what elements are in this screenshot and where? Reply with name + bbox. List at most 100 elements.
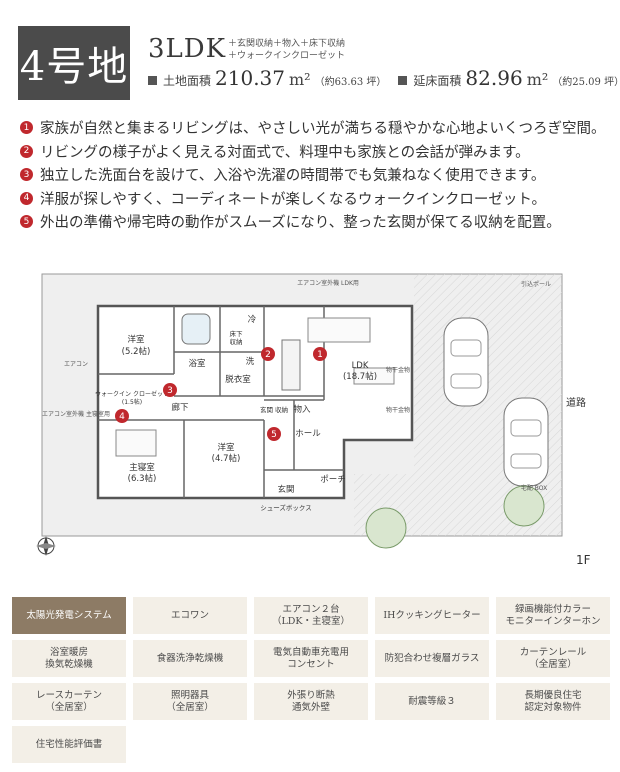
land-area-label: 土地面積 bbox=[163, 74, 212, 88]
feature-text: 独立した洗面台を設けて、入浴や洗濯の時間帯でも気兼ねなく使用できます。 bbox=[40, 168, 546, 185]
amenity-tile: 電気自動車充電用 コンセント bbox=[254, 640, 368, 677]
feature-text: 洋服が探しやすく、コーディネートが楽しくなるウォークインクローゼット。 bbox=[40, 191, 547, 208]
amenity-tile: 照明器具 （全居室） bbox=[133, 683, 247, 720]
feature-number-badge: 1 bbox=[20, 121, 33, 135]
room-size: (5.2帖) bbox=[122, 346, 151, 357]
plan-marker-label: 2 bbox=[265, 350, 271, 360]
room-label: シューズボックス bbox=[260, 503, 311, 512]
plan-type: 3LDK bbox=[148, 34, 227, 64]
feature-list: 1 家族が自然と集まるリビングは、やさしい光が満ちる穏やかな心地よいくつろぎ空間。… bbox=[20, 116, 610, 234]
room-label: 浴室 bbox=[188, 358, 206, 369]
room-label: LDK bbox=[352, 361, 369, 371]
amenity-tile: エコワン bbox=[133, 597, 247, 634]
land-area-tsubo: （約63.63 坪） bbox=[314, 77, 387, 88]
amenity-tile: レースカーテン （全居室） bbox=[12, 683, 126, 720]
area-row: 土地面積 210.37 m² （約63.63 坪） 延床面積 82.96 m² … bbox=[148, 66, 620, 90]
car-icon bbox=[503, 397, 549, 487]
room-label: 廊下 bbox=[171, 402, 189, 413]
feature-item: 3 独立した洗面台を設けて、入浴や洗濯の時間帯でも気兼ねなく使用できます。 bbox=[20, 163, 610, 187]
room-size: (1.5帖) bbox=[122, 398, 142, 406]
floor-plan: 洋室 (5.2帖) 浴室 脱衣室 洗 冷 床下 収納 LDK (18.7帖) 廊… bbox=[36, 273, 591, 567]
lot-number-badge: 4号地 bbox=[18, 26, 130, 100]
room-label: 床下 bbox=[230, 329, 244, 338]
amenity-tile: IHクッキングヒーター bbox=[375, 597, 489, 634]
feature-item: 5 外出の準備や帰宅時の動作がスムーズになり、整った玄関が保てる収納を配置。 bbox=[20, 210, 610, 234]
amenity-tile: カーテンレール （全居室） bbox=[496, 640, 610, 677]
land-area-square-icon bbox=[148, 76, 157, 85]
plan-marker bbox=[163, 383, 177, 397]
amenity-tile: 防犯合わせ複層ガラス bbox=[375, 640, 489, 677]
room-label: 玄関 bbox=[277, 484, 294, 495]
land-area-value: 210.37 bbox=[215, 66, 285, 90]
bathtub-icon bbox=[181, 313, 211, 345]
compass-icon bbox=[36, 536, 56, 556]
feature-number-badge: 5 bbox=[20, 215, 33, 229]
room-label: 冷 bbox=[248, 314, 257, 325]
room-size: (4.7帖) bbox=[212, 453, 241, 464]
room-label: ウォークイン クローゼット bbox=[95, 390, 169, 398]
room-label: 玄関 収納 bbox=[260, 405, 288, 414]
tree-icon bbox=[365, 507, 407, 549]
feature-item: 4 洋服が探しやすく、コーディネートが楽しくなるウォークインクローゼット。 bbox=[20, 187, 610, 211]
plan-note: 宅配 BOX bbox=[521, 484, 547, 492]
amenity-tile: 浴室暖房 換気乾燥機 bbox=[12, 640, 126, 677]
plan-marker-label: 1 bbox=[317, 350, 323, 360]
plan-extras: ＋玄関収納＋物入＋床下収納 ＋ウォークインクローゼット bbox=[228, 38, 345, 62]
plan-marker-label: 3 bbox=[167, 386, 173, 396]
amenity-tile: エアコン２台 （LDK・主寝室） bbox=[254, 597, 368, 634]
dining-table bbox=[307, 317, 371, 343]
room-label: 脱衣室 bbox=[225, 374, 251, 385]
kitchen-counter bbox=[281, 339, 301, 391]
tree-icon bbox=[503, 485, 545, 527]
room-size: (6.3帖) bbox=[128, 473, 157, 484]
feature-number-badge: 4 bbox=[20, 191, 33, 205]
land-area-unit: m² bbox=[289, 70, 311, 89]
plan-note: エアコン室外機 主寝室用 bbox=[42, 410, 110, 418]
house-outline bbox=[96, 304, 414, 500]
feature-item: 1 家族が自然と集まるリビングは、やさしい光が満ちる穏やかな心地よいくつろぎ空間。 bbox=[20, 116, 610, 140]
amenity-tile: 耐震等級３ bbox=[375, 683, 489, 720]
plan-note: 物干金物 bbox=[386, 366, 410, 374]
floor-area-square-icon bbox=[398, 76, 408, 85]
plan-note: 物干金物 bbox=[386, 406, 410, 414]
amenity-tile: 食器洗浄乾燥機 bbox=[133, 640, 247, 677]
amenity-tile: 長期優良住宅 認定対象物件 bbox=[496, 683, 610, 720]
room-label: ポーチ bbox=[320, 475, 346, 485]
room-size: (18.7帖) bbox=[343, 371, 377, 382]
bed-icon bbox=[115, 429, 157, 457]
amenity-grid: 太陽光発電システム エコワン エアコン２台 （LDK・主寝室） IHクッキングヒ… bbox=[12, 597, 610, 763]
floor-area-unit: m² bbox=[526, 70, 549, 89]
feature-number-badge: 3 bbox=[20, 168, 33, 182]
road-label: 道路 bbox=[566, 396, 586, 409]
plan-extras-line: ＋玄関収納＋物入＋床下収納 bbox=[228, 39, 346, 49]
plan-note: エアコン室外機 LDK用 bbox=[297, 279, 359, 287]
plan-marker-label: 5 bbox=[271, 430, 277, 440]
floor-area-label: 延床面積 bbox=[413, 74, 462, 88]
feature-text: 家族が自然と集まるリビングは、やさしい光が満ちる穏やかな心地よいくつろぎ空間。 bbox=[40, 121, 606, 138]
plan-note: エアコン bbox=[64, 361, 88, 368]
room-label: 物入 bbox=[293, 404, 311, 415]
room-label: 主寝室 bbox=[129, 462, 155, 473]
room-label: 収納 bbox=[230, 337, 243, 346]
room-label: 洗 bbox=[246, 356, 255, 367]
plan-marker bbox=[261, 347, 275, 361]
car-icon bbox=[443, 317, 489, 407]
feature-text: リビングの様子がよく見える対面式で、料理中も家族との会話が弾みます。 bbox=[40, 144, 530, 161]
room-label: 洋室 bbox=[127, 334, 145, 345]
feature-text: 外出の準備や帰宅時の動作がスムーズになり、整った玄関が保てる収納を配置。 bbox=[40, 215, 561, 232]
plan-marker-label: 4 bbox=[119, 412, 125, 422]
sofa-icon bbox=[353, 367, 395, 385]
room-label: ホール bbox=[295, 429, 321, 439]
floor-area-tsubo: （約25.09 坪） bbox=[552, 77, 620, 88]
room-label: 洋室 bbox=[217, 442, 235, 453]
amenity-tile: 太陽光発電システム bbox=[12, 597, 126, 634]
amenity-tile: 住宅性能評価書 bbox=[12, 726, 126, 763]
plan-extras-line: ＋ウォークインクローゼット bbox=[228, 51, 346, 61]
floor-label: 1F bbox=[576, 553, 591, 567]
amenity-tile: 録画機能付カラー モニターインターホン bbox=[496, 597, 610, 634]
plan-note: 引込ポール bbox=[521, 280, 551, 288]
amenity-tile: 外張り断熱 通気外壁 bbox=[254, 683, 368, 720]
plan-marker bbox=[267, 427, 281, 441]
plan-marker bbox=[313, 347, 327, 361]
